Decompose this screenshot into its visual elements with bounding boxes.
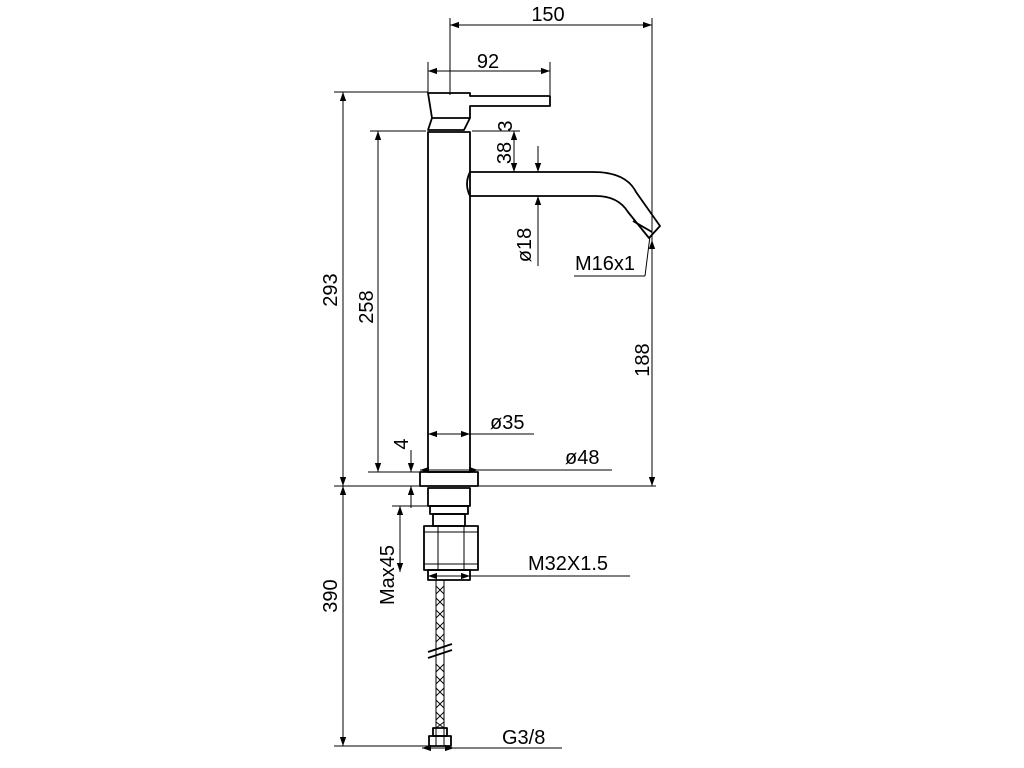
- hose-braid-pattern-upper: [435, 585, 445, 643]
- lever-handle: [427, 92, 551, 131]
- label-max-deck-thickness: Max45: [377, 545, 399, 605]
- label-gap-top: 3: [495, 120, 517, 131]
- hose-break-mark-2: [427, 649, 453, 659]
- shank-collar: [427, 487, 471, 507]
- label-body-diameter: ø35: [490, 412, 524, 434]
- label-total-height: 293: [320, 273, 342, 306]
- label-spout-diameter: ø18: [514, 228, 536, 262]
- braided-hose: [427, 580, 453, 747]
- faucet-base: [419, 471, 479, 487]
- label-spout-offset: 38: [494, 142, 516, 164]
- hose-break-mark-1: [427, 643, 453, 653]
- label-aerator-thread: M16x1: [575, 253, 635, 275]
- label-overall-width: 150: [531, 4, 564, 26]
- fixing-nut: [423, 525, 479, 571]
- shank-stem: [432, 513, 466, 527]
- label-spout-height: 188: [632, 343, 654, 376]
- label-base-diameter: ø48: [565, 447, 599, 469]
- label-hose-connection: G3/8: [502, 727, 545, 749]
- label-lever-length: 92: [477, 51, 499, 73]
- label-base-height: 4: [391, 438, 413, 449]
- aerator-line: [632, 220, 653, 233]
- dimension-labels: 150 92 3 38 ø18 M16x1 188 293 258 ø35 ø4…: [320, 4, 654, 749]
- label-hose-length: 390: [320, 579, 342, 612]
- hose-ferrule: [432, 727, 448, 737]
- faucet-outline: [419, 92, 661, 747]
- shank-ring: [429, 505, 469, 515]
- faucet-body: [427, 131, 471, 473]
- hose-braid-pattern-lower: [435, 663, 445, 729]
- hose-connection-nut: [428, 735, 452, 747]
- spout: [470, 171, 661, 239]
- label-shank-thread: M32X1.5: [528, 553, 608, 575]
- dimension-lines: [339, 21, 656, 752]
- leader-aerator-thread: [644, 235, 651, 277]
- label-body-height: 258: [356, 290, 378, 323]
- shank-thread-end: [427, 569, 471, 581]
- spout-cap: [466, 171, 471, 197]
